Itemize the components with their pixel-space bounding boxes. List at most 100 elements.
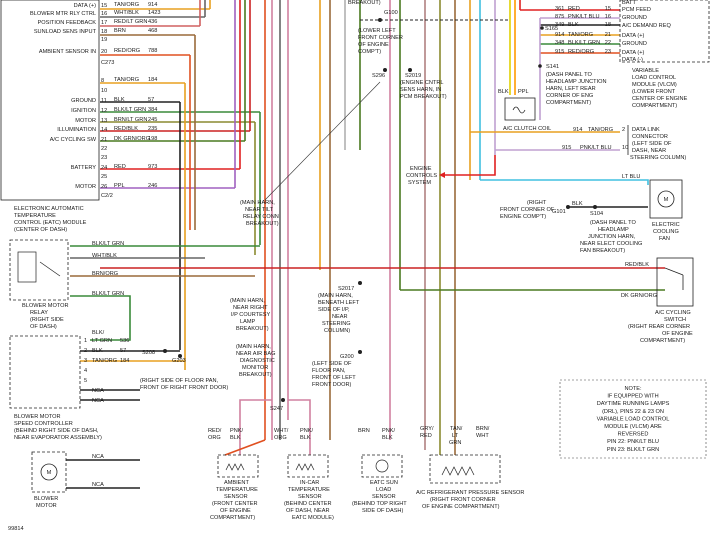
incar-thermistor-icon <box>295 463 315 471</box>
s296-label: S296 <box>372 73 385 79</box>
speed-pin-num-3: 3 <box>84 358 87 364</box>
sunload-wire-2b: BLK <box>382 435 393 441</box>
s141-text-4: CORNER OF ENG <box>546 93 593 99</box>
g203-text-1: (RIGHT SIDE OF FLOOR PAN, <box>140 378 219 384</box>
callout-tilt-1: (MAIN HARN, <box>240 200 275 206</box>
eatc-pin-label-2: POSITION FEEDBACK <box>38 20 97 26</box>
g200-dot <box>358 350 362 354</box>
s141-text-1: (DASH PANEL TO <box>546 72 592 78</box>
vlcm-pin-label-5: GROUND <box>622 41 647 47</box>
ambient-caption-4: (FRONT CENTER <box>212 501 258 507</box>
callout-airbag-1: (MAIN HARN, <box>236 344 271 350</box>
ambient-wire-1a: RED/ <box>208 428 222 434</box>
vlcm-pin-num-2: 16 <box>605 14 611 20</box>
eatc-caption-4: (CENTER OF DASH) <box>14 227 67 233</box>
eatc-caption-2: TEMPERATURE <box>14 213 56 219</box>
vlcm-box <box>619 0 710 63</box>
eatc-pin-label-18: MOTOR <box>75 184 96 190</box>
relay-wire-3: BRN/ORG <box>92 271 118 277</box>
s2019-label: S2019 <box>405 73 421 79</box>
g100-dot <box>378 18 382 22</box>
vlcm-pin-label-2: GROUND <box>622 15 647 21</box>
eatc-pin-circuit-11: 245 <box>148 117 157 123</box>
cooling-fan: M LT BLU BLK ELECTRIC COOLING FAN <box>572 174 683 242</box>
eatc-pin-num-2: 17 <box>101 20 107 26</box>
speed-pin-circuit-3: 184 <box>120 358 129 364</box>
g100-text-3: OF ENGINE <box>358 42 389 48</box>
eatc-pin-wire-18: PPL <box>114 183 125 189</box>
callout-courtesy-4: LAMP <box>240 319 256 325</box>
eatc-pin-wire-1: WHT/BLK <box>114 10 139 16</box>
pressure-wire-2c: GRN <box>449 440 461 446</box>
note-line-5: MODULE (VLCM) ARE <box>604 424 662 430</box>
eatc-box <box>0 0 100 201</box>
eatc-pin-num-15: 23 <box>101 155 107 161</box>
vlcm-pin-label-7: DATA (-) <box>622 57 643 63</box>
g100-label: G100 <box>384 10 398 16</box>
eatc-pin-label-1: BLOWER MTR RLY CTRL <box>30 11 96 17</box>
cycling-caption-2: SWITCH <box>664 317 686 323</box>
dlc-caption-5: STEERING COLUMN) <box>630 155 686 161</box>
cycling-wire-top: RED/BLK <box>625 262 649 268</box>
eatc-pin-circuit-10: 384 <box>148 107 157 113</box>
g200-text-2: FLOOR PAN, <box>312 368 346 374</box>
pressure-wire-3a: BRN/ <box>476 426 490 432</box>
relay-caption-4: OF DASH) <box>30 324 57 330</box>
eatc-pin-num-10: 12 <box>101 108 107 114</box>
vlcm-pin-circuit-4: 914 <box>555 32 564 38</box>
speed-caption-2: SPEED CONTROLLER <box>14 421 73 427</box>
wire-incar-ret <box>288 399 311 455</box>
vlcm-pin-label-3: A/C DEMAND REQ <box>622 23 671 29</box>
s2017-text-4: NEAR <box>332 314 348 320</box>
eatc-pin-num-11: 13 <box>101 118 107 124</box>
s247-label: S247 <box>270 406 283 412</box>
dlc-914-wire: TAN/ORG <box>588 127 613 133</box>
eatc-pin-circuit-3: 468 <box>148 28 157 34</box>
ambient-caption-1: AMBIENT <box>224 480 249 486</box>
clutch-coil-icon <box>512 106 526 114</box>
eatc-pin-num-3: 18 <box>101 29 107 35</box>
callout-airbag-3: DIAGNOSTIC <box>240 358 275 364</box>
vlcm-caption-5: CENTER OF ENGINE <box>632 96 688 102</box>
eatc-pin-label-0: DATA (+) <box>74 3 96 9</box>
speed-pin-num-1: 1 <box>84 338 87 344</box>
vlcm-caption-1: VARIABLE <box>632 68 659 74</box>
speed-pin-num-4: 4 <box>84 368 87 374</box>
vlcm-pin-circuit-1: 361 <box>555 6 564 12</box>
eatc-pin-label-13: A/C CYCLING SW <box>50 137 97 143</box>
s2017-text-1: (MAIN HARN, <box>318 293 353 299</box>
relay-wire-4: BLK/LT GRN <box>92 291 124 297</box>
vlcm-pin-wire-5: BLK/LT GRN <box>568 40 600 46</box>
clutch-wire-2: PPL <box>518 89 529 95</box>
g203-label: G203 <box>172 358 186 364</box>
eatc-pin-circuit-7: 184 <box>148 77 157 83</box>
pressure-caption-3: OF ENGINE COMPARTMENT) <box>422 504 500 510</box>
s2017-text-3: SIDE OF I/P, <box>318 307 350 313</box>
cycling-caption-5: COMPARTMENT) <box>640 338 685 344</box>
eatc-pin-num-12: 14 <box>101 127 107 133</box>
wire-amb-ret <box>239 399 272 455</box>
g101-label: G101 <box>552 209 566 215</box>
g101-text-3: ENGINE COMP'T) <box>500 214 546 220</box>
incar-wire-2b: BLK <box>300 435 311 441</box>
s2019-text-3: PCM BREAKOUT) <box>400 94 447 100</box>
eatc-pin-num-7: 8 <box>101 78 104 84</box>
sunload-sensor-box <box>361 454 403 478</box>
eatc-pin-num-17: 25 <box>101 174 107 180</box>
note-frame <box>559 379 707 459</box>
eatc-pin-num-1: 16 <box>101 11 107 17</box>
speed-box <box>9 335 81 409</box>
s2017-text-2: BENEATH LEFT <box>318 300 360 306</box>
fan-caption-3: FAN <box>659 236 670 242</box>
clutch-coil: BLK PPL A/C CLUTCH COIL <box>498 89 551 132</box>
incar-caption-1: IN-CAR <box>300 480 319 486</box>
eatc-pin-wire-3: BRN <box>114 28 126 34</box>
clutch-box <box>504 97 536 121</box>
wire-engine-controls <box>445 155 496 176</box>
relay-wire-1: BLK/LT GRN <box>92 241 124 247</box>
s141-label: S141 <box>546 64 559 70</box>
callout-courtesy-3: I/P COURTESY <box>231 312 271 318</box>
s141-text-2: HEADLAMP JUNCTION <box>546 79 607 85</box>
relay-caption-2: RELAY <box>30 310 48 316</box>
